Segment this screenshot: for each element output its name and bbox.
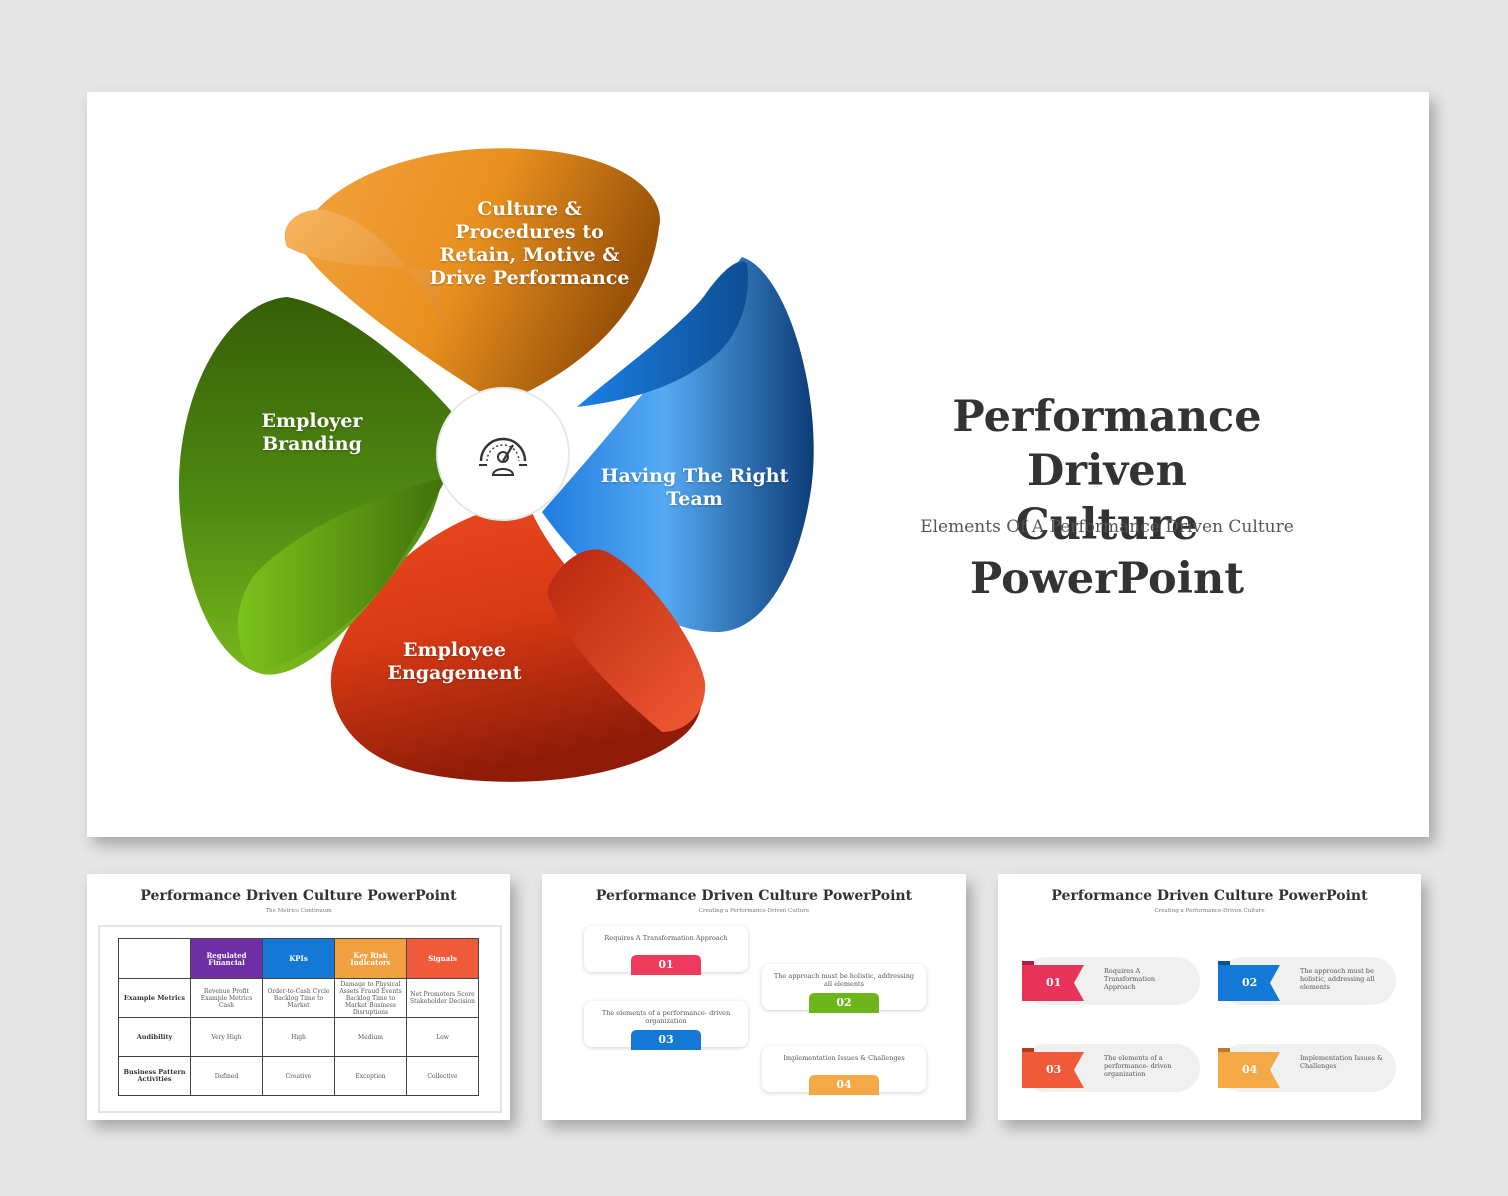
card-text: The elements of a performance- driven or… — [601, 1009, 731, 1025]
table-cell: Exception — [334, 1056, 407, 1096]
card-text: Implementation Issues & Challenges — [783, 1054, 905, 1062]
header-regulated-financial: Regulated Financial — [190, 938, 263, 979]
petal-red — [330, 502, 702, 782]
table-frame — [98, 925, 502, 1113]
card-text: The approach must be holistic, addressin… — [773, 972, 915, 988]
pinwheel-diagram — [178, 148, 814, 782]
petal-blue — [542, 257, 814, 632]
petal-red-fold — [547, 549, 706, 732]
thumb2-subtitle: Creating a Performance-Driven Culture — [698, 908, 810, 914]
header-key-risk-indicators: Key Risk Indicators — [334, 938, 407, 979]
main-slide[interactable]: Culture &Procedures to Retain, Motive &D… — [87, 92, 1429, 837]
card-04: Implementation Issues & Challenges 04 — [762, 1046, 926, 1095]
ribbon-number-04: 04 — [1242, 1063, 1258, 1076]
table-cell: Revenue Profit Example Metrics Cash — [190, 978, 263, 1018]
thumb2-title: Performance Driven Culture PowerPoint — [595, 888, 913, 904]
thumb3-subtitle: Creating a Performance-Driven Culture — [1154, 908, 1265, 914]
row-label: Audibility — [118, 1017, 191, 1057]
table-cell: Medium — [334, 1017, 407, 1057]
row-label: Example Metrics — [118, 978, 191, 1018]
card-number-tag: 04 — [809, 1075, 879, 1095]
table-cell: Damage to Physical Assets Fraud Events B… — [334, 978, 407, 1018]
table-cell: Very High — [190, 1017, 263, 1057]
table-cell: High — [262, 1017, 335, 1057]
table-row: Business Pattern Activities Defined Crea… — [118, 1056, 479, 1096]
table-corner-cell — [118, 938, 191, 979]
card-02: The approach must be holistic, addressin… — [762, 964, 926, 1013]
card-03: The elements of a performance- driven or… — [584, 1001, 748, 1050]
card-number-tag: 01 — [631, 955, 701, 975]
petal-orange-fold — [284, 209, 480, 392]
petal-label-culture: Culture &Procedures to Retain, Motive &D… — [429, 198, 630, 289]
ribbon-number-03: 03 — [1046, 1063, 1062, 1076]
thumbnail-transformation-cards[interactable]: Performance Driven Culture PowerPoint Cr… — [542, 874, 966, 1120]
thumbnail-ribbon-items[interactable]: Performance Driven Culture PowerPoint Cr… — [998, 874, 1421, 1120]
petal-green-fold — [238, 477, 447, 672]
ribbon-number-01: 01 — [1046, 976, 1062, 989]
table-cell: Collective — [406, 1056, 479, 1096]
thumb1-subtitle: The Metrics Continuum — [265, 908, 332, 914]
card-number-tag: 03 — [631, 1030, 701, 1050]
table-cell: Defined — [190, 1056, 263, 1096]
thumb3-title: Performance Driven Culture PowerPoint — [1051, 888, 1368, 904]
metrics-table: Regulated Financial KPIs Key Risk Indica… — [118, 938, 479, 1096]
performance-gauge-person-icon — [479, 437, 527, 476]
ribbon-number-02: 02 — [1242, 976, 1258, 989]
thumbnail-metrics-continuum[interactable]: Performance Driven Culture PowerPoint Th… — [87, 874, 510, 1120]
table-row: Audibility Very High High Medium Low — [118, 1017, 479, 1057]
ribbon-item-text: Requires A Transformation Approach — [1104, 967, 1156, 991]
header-kpis: KPIs — [262, 938, 335, 979]
thumb1-title: Performance Driven Culture PowerPoint — [140, 888, 457, 904]
table-cell: Creative — [262, 1056, 335, 1096]
ribbon-item-text: Implementation Issues & Challenges — [1300, 1054, 1383, 1070]
ribbon-item-text: The elements of a performance- driven or… — [1104, 1054, 1172, 1078]
table-row: Example Metrics Revenue Profit Example M… — [118, 978, 479, 1018]
petal-blue-fold — [577, 261, 748, 407]
center-hub — [436, 387, 570, 521]
card-01: Requires A Transformation Approach 01 — [584, 926, 748, 975]
ribbon-item-text: The approach must be holistic, addressin… — [1300, 967, 1375, 991]
row-label: Business Pattern Activities — [118, 1056, 191, 1096]
header-signals: Signals — [406, 938, 479, 979]
table-cell: Low — [406, 1017, 479, 1057]
petal-orange — [297, 148, 660, 392]
table-cell: Net Promoters Score Stakeholder Decision — [406, 978, 479, 1018]
table-cell: Order-to-Cash Cycle Backlog Time to Mark… — [262, 978, 335, 1018]
main-subtitle: Elements Of A Performance Driven Culture — [920, 517, 1294, 537]
card-number-tag: 02 — [809, 993, 879, 1013]
card-text: Requires A Transformation Approach — [604, 934, 728, 942]
